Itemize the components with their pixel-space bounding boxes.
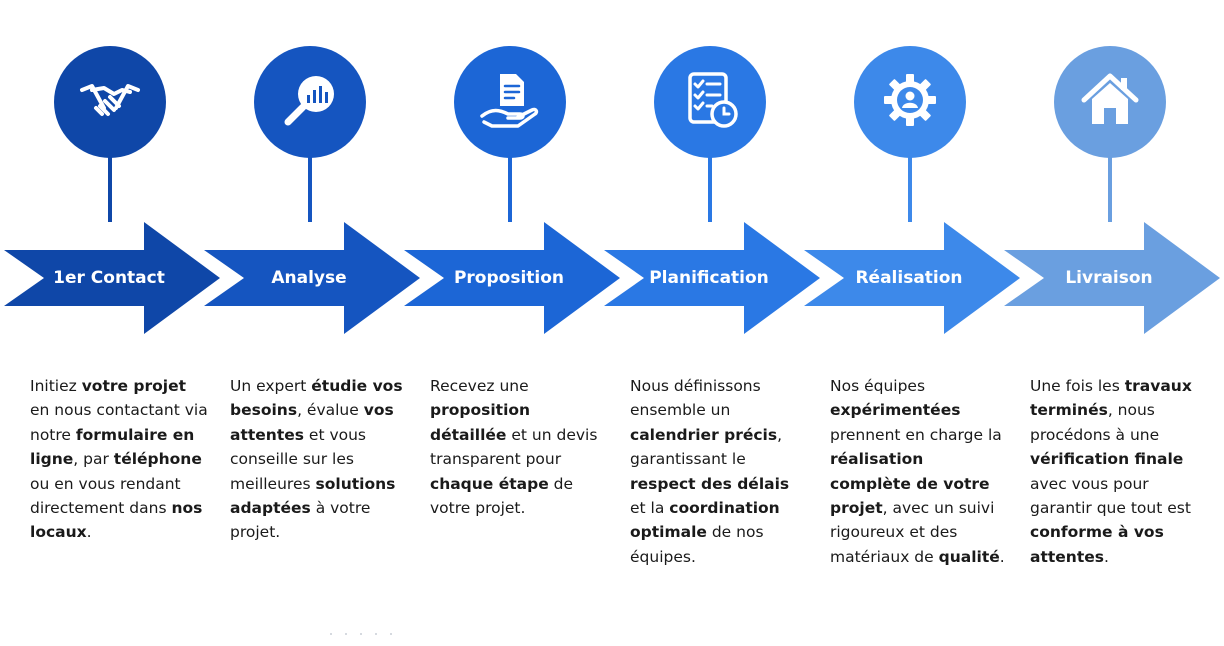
description-emphasis: formulaire en ligne: [30, 425, 195, 469]
description-text: Une fois les: [1030, 377, 1125, 395]
step-connector: [708, 156, 712, 222]
description-text: Recevez une: [430, 377, 529, 395]
description-emphasis: qualité: [938, 547, 1000, 566]
step-analyse: Analyse Un expert étudie vos besoins, év…: [204, 0, 420, 646]
description-emphasis: nos locaux: [30, 499, 203, 542]
step-connector: [308, 156, 312, 222]
description-text: Nos équipes: [830, 377, 926, 395]
description-text: avec vous pour garantir que tout est: [1030, 474, 1191, 518]
step-title: Planification: [649, 268, 769, 288]
description-emphasis: conforme à vos attentes: [1030, 523, 1164, 566]
step-arrow: [404, 222, 620, 334]
magnifier-chart-icon: [278, 68, 342, 136]
description-emphasis: vos attentes: [230, 401, 394, 444]
description-text: .: [999, 547, 1005, 566]
step-description: Un expert étudie vos besoins, évalue vos…: [230, 374, 408, 545]
step-circle: [854, 46, 966, 158]
description-text: à votre projet.: [230, 499, 371, 542]
checklist-clock-icon: [678, 68, 742, 136]
step-description: Nos équipes expérimentées prennent en ch…: [830, 374, 1008, 569]
step-1er-contact: 1er Contact Initiez votre projet en nous…: [4, 0, 220, 646]
gear-user-icon: [878, 68, 942, 136]
description-text: .: [1103, 547, 1109, 566]
step-connector: [508, 156, 512, 222]
step-description: Initiez votre projet en nous contactant …: [30, 374, 208, 545]
description-emphasis: étudie vos besoins: [230, 377, 403, 420]
step-livraison: Livraison Une fois les travaux terminés,…: [1004, 0, 1220, 646]
step-circle: [654, 46, 766, 158]
step-description: Nous définissons ensemble un calendrier …: [630, 374, 808, 569]
description-text: .: [86, 523, 92, 542]
description-text: et la: [630, 499, 670, 518]
step-proposition: Proposition Recevez une proposition déta…: [404, 0, 620, 646]
description-emphasis: solutions adaptées: [230, 474, 396, 518]
description-text: Un expert: [230, 377, 312, 395]
step-title: Analyse: [271, 268, 347, 288]
description-emphasis: calendrier précis: [630, 425, 778, 444]
description-emphasis: respect des délais: [630, 474, 790, 493]
step-arrow: [604, 222, 820, 334]
step-description: Une fois les travaux terminés, nous proc…: [1030, 374, 1208, 569]
description-text: Initiez: [30, 377, 82, 395]
step-arrow: [4, 222, 220, 334]
description-text: , nous procédons à une: [1030, 401, 1160, 444]
description-emphasis: votre projet: [81, 377, 187, 395]
step-arrow: [204, 222, 420, 334]
description-emphasis: téléphone: [113, 450, 202, 469]
step-realisation: Réalisation Nos équipes expérimentées pr…: [804, 0, 1020, 646]
step-connector: [1108, 156, 1112, 222]
decorative-dots: [330, 620, 420, 640]
description-text: , avec un suivi rigoureux et des matéria…: [830, 499, 995, 566]
description-text: de nos équipes.: [630, 523, 764, 566]
description-emphasis: chaque étape: [430, 474, 549, 493]
description-emphasis: coordination optimale: [630, 499, 780, 542]
step-title: 1er Contact: [53, 268, 165, 288]
step-title: Réalisation: [855, 268, 963, 288]
handshake-icon: [78, 68, 142, 136]
description-text: , évalue: [297, 401, 364, 420]
description-text: en nous contactant via notre: [30, 401, 208, 444]
step-description: Recevez une proposition détaillée et un …: [430, 374, 608, 520]
step-circle: [1054, 46, 1166, 158]
description-text: ou en vous rendant directement dans: [30, 474, 181, 518]
description-text: prennent en charge la: [830, 425, 1002, 444]
step-connector: [108, 156, 112, 222]
step-circle: [54, 46, 166, 158]
description-text: et un devis transparent pour: [430, 425, 598, 469]
step-arrow: [804, 222, 1020, 334]
step-title: Proposition: [453, 268, 565, 288]
step-arrow: [1004, 222, 1220, 334]
step-circle: [254, 46, 366, 158]
step-title: Livraison: [1065, 268, 1153, 288]
step-circle: [454, 46, 566, 158]
description-emphasis: expérimentées: [830, 401, 961, 420]
step-planification: Planification Nous définissons ensemble …: [604, 0, 820, 646]
description-emphasis: travaux terminés: [1030, 377, 1192, 420]
description-text: et vous conseille sur les meilleures: [230, 425, 367, 493]
description-emphasis: vérification finale: [1030, 450, 1184, 469]
description-emphasis: proposition détaillée: [430, 401, 531, 444]
description-emphasis: réalisation complète de votre projet: [830, 450, 990, 518]
step-connector: [908, 156, 912, 222]
description-text: Nous définissons ensemble un: [630, 377, 761, 420]
description-text: , garantissant le: [630, 425, 783, 469]
description-text: , par: [73, 450, 114, 469]
document-hand-icon: [478, 68, 542, 136]
description-text: de votre projet.: [430, 474, 574, 518]
house-icon: [1078, 68, 1142, 136]
